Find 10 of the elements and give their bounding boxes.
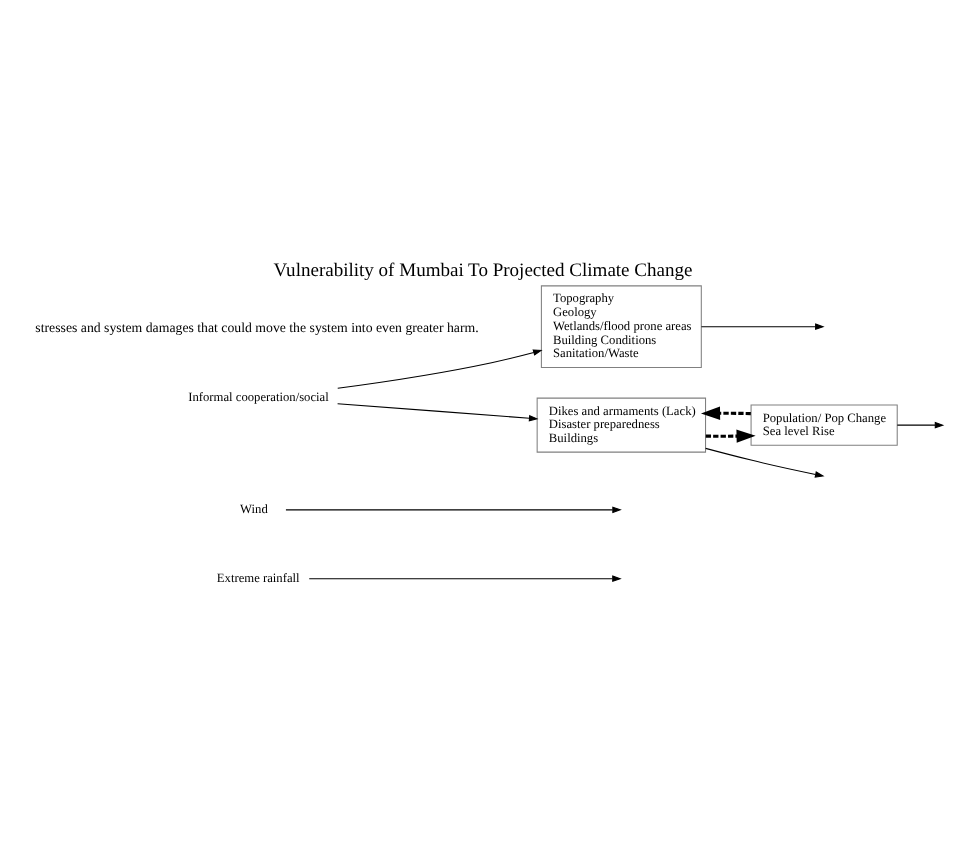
arrow [705,446,825,477]
arrow [337,348,543,388]
arrow [308,574,622,582]
arrow [700,322,825,329]
arrow [705,428,756,442]
diagram-title: Vulnerability of Mumbai To Projected Climate Change [273,260,693,281]
arrow [896,420,945,428]
arrow [285,505,622,513]
arrow [700,405,751,419]
arrow [337,402,539,421]
